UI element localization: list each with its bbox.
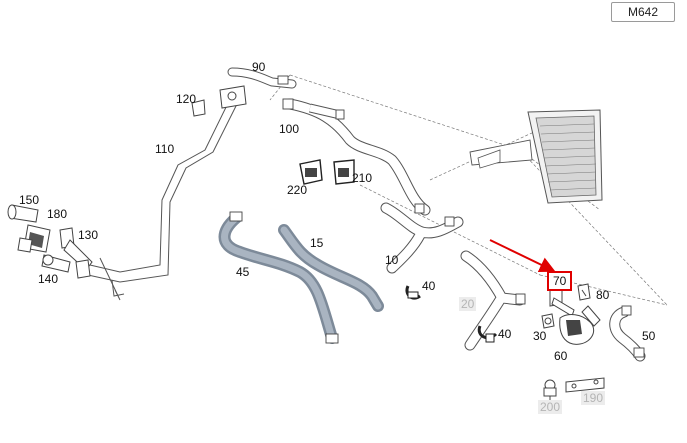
- pipe-110: [87, 94, 241, 301]
- hose-20: [460, 250, 526, 351]
- callout-45[interactable]: 45: [236, 265, 250, 279]
- clamp-40-upper: [405, 285, 421, 300]
- connector-120: [191, 85, 247, 117]
- callout-60[interactable]: 60: [554, 349, 568, 363]
- callout-40-upper[interactable]: 40: [422, 279, 436, 293]
- callout-200[interactable]: 200: [538, 400, 563, 414]
- pump-60: [559, 305, 601, 345]
- callout-130[interactable]: 130: [78, 228, 99, 242]
- part-140: [41, 254, 91, 279]
- highlight-arrow: [489, 239, 556, 272]
- clamp-220: [299, 159, 323, 185]
- callout-150[interactable]: 150: [19, 193, 40, 207]
- seal-30: [541, 313, 555, 329]
- clamp-40-lower: [477, 325, 498, 343]
- screw-80: [577, 283, 591, 301]
- hose-100: [282, 98, 431, 216]
- callout-180[interactable]: 180: [47, 207, 68, 221]
- callout-110[interactable]: 110: [155, 142, 175, 156]
- bracket-70: [549, 287, 575, 317]
- callout-10[interactable]: 10: [385, 253, 399, 267]
- callout-100[interactable]: 100: [279, 122, 300, 136]
- callout-80[interactable]: 80: [596, 288, 610, 302]
- callout-70-highlighted[interactable]: 70: [547, 271, 573, 291]
- callout-220[interactable]: 220: [287, 183, 308, 197]
- engine-code-box: M642: [611, 2, 675, 22]
- hose-10: [380, 202, 464, 274]
- heater-core: [469, 109, 603, 204]
- hose-50: [609, 305, 646, 362]
- part-180: [17, 224, 51, 253]
- callout-120[interactable]: 120: [176, 92, 197, 106]
- bolt-200: [543, 379, 557, 402]
- callout-190[interactable]: 190: [581, 391, 606, 405]
- hose-90: [227, 67, 297, 89]
- callout-30[interactable]: 30: [533, 329, 547, 343]
- callout-20[interactable]: 20: [459, 297, 477, 311]
- callout-90[interactable]: 90: [252, 60, 266, 74]
- callout-15[interactable]: 15: [310, 236, 324, 250]
- callout-210[interactable]: 210: [352, 171, 373, 185]
- part-150: [7, 204, 39, 223]
- hose-15: [278, 224, 384, 312]
- clamp-210: [333, 159, 355, 185]
- callout-140[interactable]: 140: [38, 272, 59, 286]
- bracket-190: [565, 377, 605, 393]
- hose-45: [218, 211, 339, 344]
- callout-40-lower[interactable]: 40: [498, 327, 512, 341]
- callout-50[interactable]: 50: [642, 329, 656, 343]
